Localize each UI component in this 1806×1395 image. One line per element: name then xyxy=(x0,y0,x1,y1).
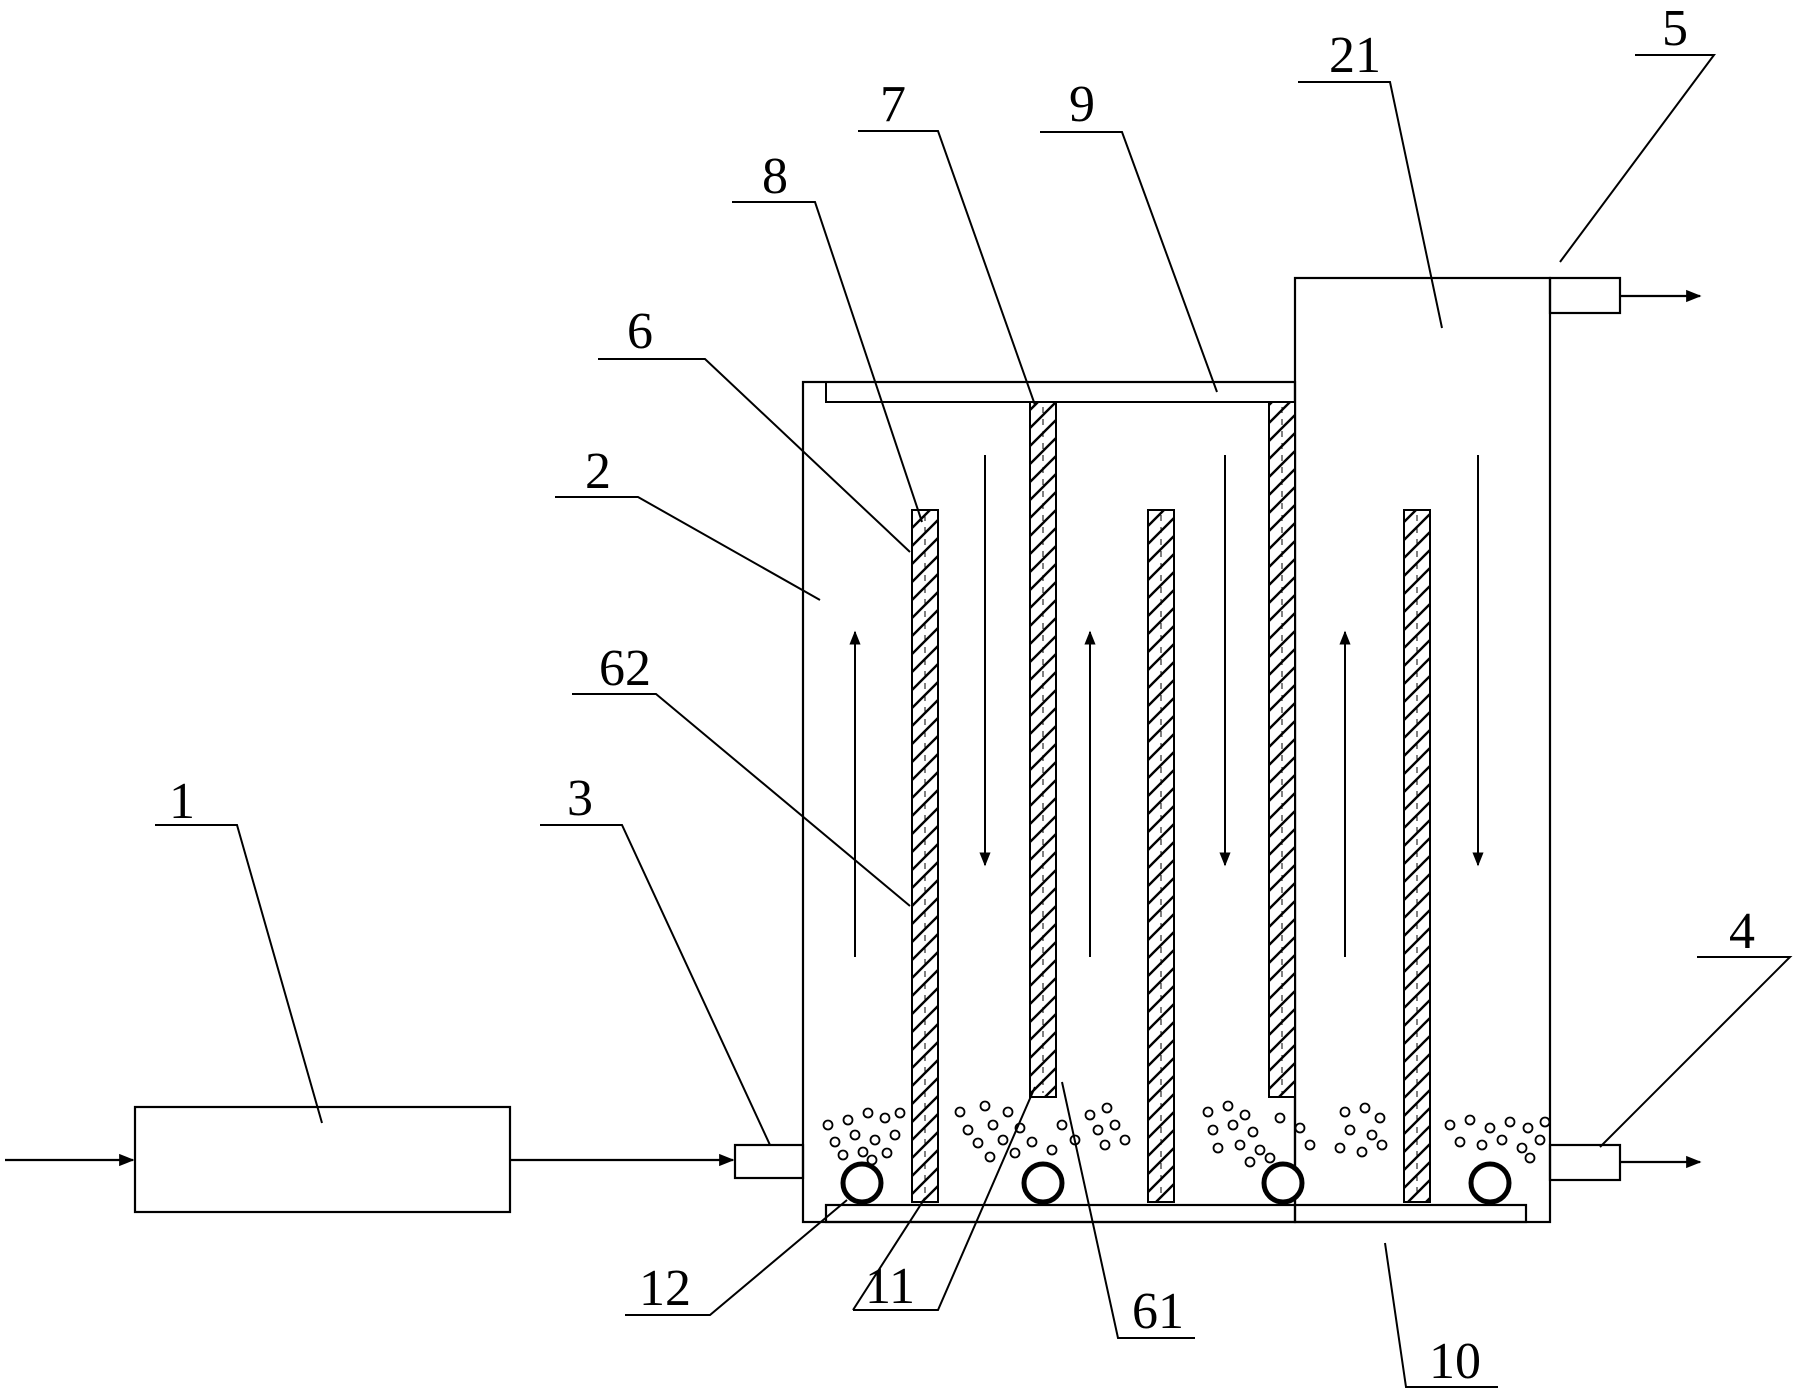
label-61: 61 xyxy=(1132,1283,1184,1340)
label-1: 1 xyxy=(169,773,195,830)
leader-lines xyxy=(155,54,1793,1388)
label-21: 21 xyxy=(1329,27,1381,84)
label-7: 7 xyxy=(880,76,906,133)
label-10: 10 xyxy=(1429,1333,1481,1390)
label-3: 3 xyxy=(567,770,593,827)
top-baffle xyxy=(825,382,1295,403)
aerator-pipe-4 xyxy=(1468,1161,1512,1205)
top-outlet-pipe xyxy=(1548,276,1622,315)
aerator-pipe-3 xyxy=(1261,1161,1305,1205)
inlet-pipe xyxy=(733,1143,805,1180)
label-12: 12 xyxy=(639,1260,691,1317)
label-2: 2 xyxy=(585,443,611,500)
aerator-pipe-2 xyxy=(1021,1161,1065,1205)
label-6: 6 xyxy=(627,303,653,360)
label-8: 8 xyxy=(762,148,788,205)
label-4: 4 xyxy=(1729,903,1755,960)
label-9: 9 xyxy=(1069,76,1095,133)
bottom-plate xyxy=(824,1203,1528,1224)
label-5: 5 xyxy=(1662,0,1688,57)
bottom-outlet-pipe xyxy=(1548,1143,1622,1182)
label-62: 62 xyxy=(599,640,651,697)
aerator-pipe-1 xyxy=(840,1161,884,1205)
label-11: 11 xyxy=(865,1258,915,1315)
